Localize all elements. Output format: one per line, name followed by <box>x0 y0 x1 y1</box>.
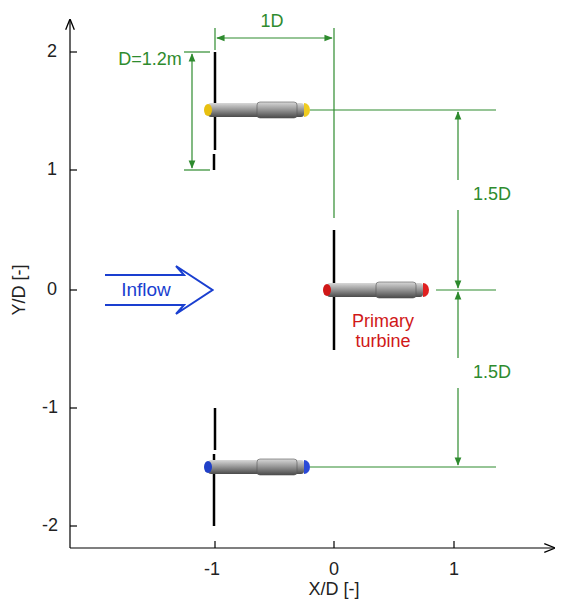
tick-label: -1 <box>204 560 220 580</box>
dimension-label: 1.5D <box>473 363 511 383</box>
axis-title: X/D [-] <box>308 580 359 600</box>
tick-label: 0 <box>47 280 57 300</box>
axis-title: Y/D [-] <box>10 264 30 315</box>
turbine-name: Primary turbine <box>341 312 425 352</box>
turbine-top <box>204 52 310 170</box>
dimension-label: 1D <box>260 12 283 32</box>
turbine-bottom <box>204 408 310 526</box>
tick-label: 1 <box>47 160 57 180</box>
dimension-label: D=1.2m <box>118 50 182 70</box>
tick-label: 0 <box>329 560 339 580</box>
inflow-label: Inflow <box>104 279 188 301</box>
dimension-lines <box>184 28 496 467</box>
inflow-arrow: Inflow <box>104 265 214 315</box>
tick-label: -2 <box>42 516 58 536</box>
axes <box>70 20 554 548</box>
dimension-label: 1.5D <box>473 185 511 205</box>
tick-label: -1 <box>42 398 58 418</box>
tick-label: 2 <box>47 42 57 62</box>
tick-label: 1 <box>449 560 459 580</box>
